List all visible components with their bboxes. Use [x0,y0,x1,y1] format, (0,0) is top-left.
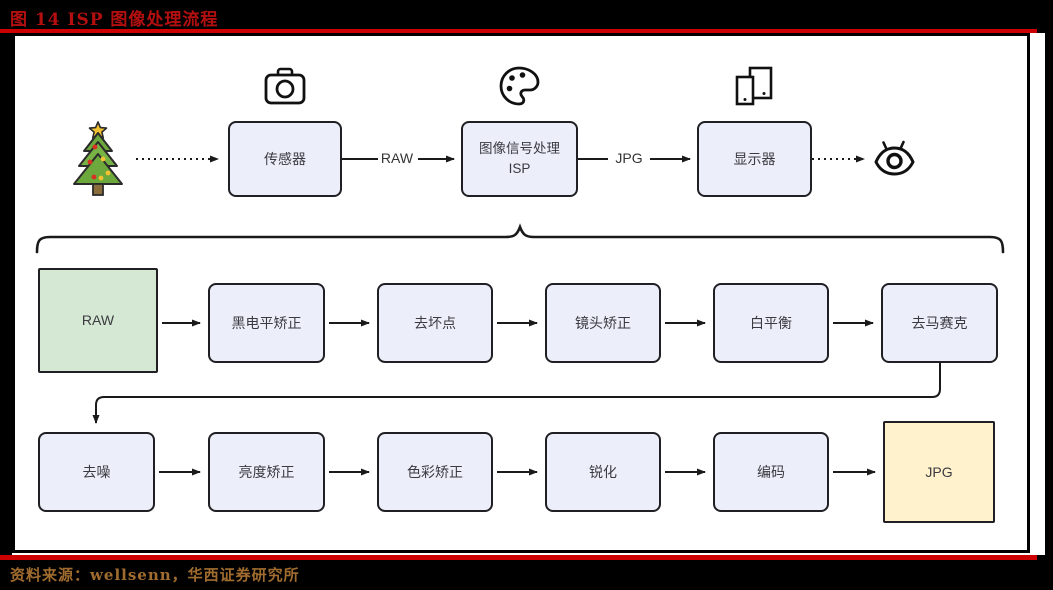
title-underline [0,29,1037,33]
step-demosaic: 去马赛克 [881,283,998,363]
step-jpg: JPG [883,421,995,523]
wrap-connector [92,363,941,424]
step-white-balance: 白平衡 [713,283,829,363]
palette-icon [497,64,542,110]
step-lens-correction: 镜头矫正 [545,283,661,363]
step-sharpen: 锐化 [545,432,661,512]
christmas-tree-icon [68,121,128,197]
flow-connectors [12,33,1030,553]
step-color-correction: 色彩矫正 [377,432,493,512]
step-raw: RAW [38,268,158,373]
node-sensor: 传感器 [228,121,342,197]
node-isp: 图像信号处理 ISP [461,121,578,197]
step-denoise: 去噪 [38,432,155,512]
edge-label-jpg: JPG [615,150,643,166]
edge-label-raw: RAW [380,150,414,166]
node-display: 显示器 [697,121,812,197]
step-dead-pixel: 去坏点 [377,283,493,363]
step-encode: 编码 [713,432,829,512]
devices-icon [734,66,774,108]
source-note: 资料来源：wellsenn，华西证券研究所 [10,566,300,584]
diagram-frame [12,33,1030,553]
bottom-rule [0,555,1037,560]
figure-panel: 传感器 图像信号处理 ISP 显示器 RAW JPG RAW 黑电平矫正 去坏点… [12,33,1045,555]
camera-icon [263,66,307,108]
flow-brace [35,223,1005,254]
eye-icon [872,138,918,180]
figure-title: 图 14 ISP 图像处理流程 [10,10,219,30]
step-brightness: 亮度矫正 [208,432,325,512]
step-black-level: 黑电平矫正 [208,283,325,363]
